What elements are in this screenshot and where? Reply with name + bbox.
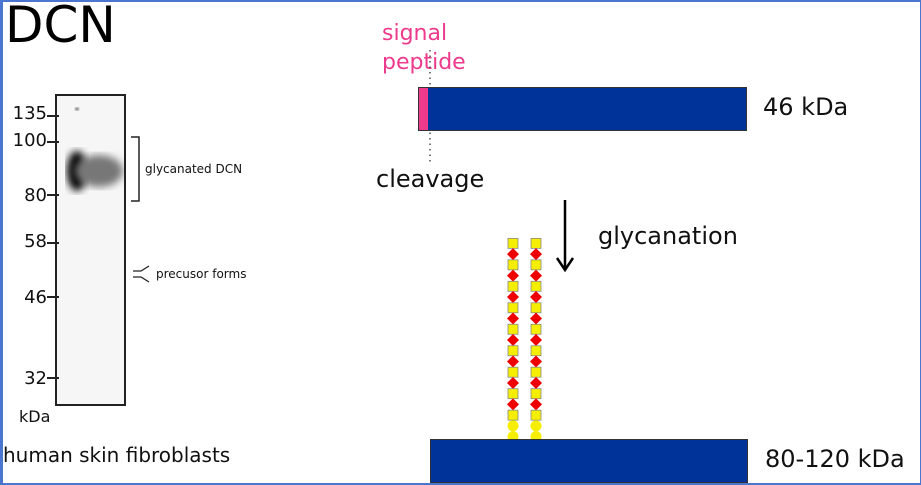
glycan-square	[507, 345, 519, 357]
glycan-square	[530, 388, 542, 400]
glycan-square	[530, 280, 542, 292]
glycan-diamond	[530, 355, 542, 368]
glycan-square	[530, 302, 542, 314]
glycan-square	[507, 388, 519, 400]
marker-46-label: 46	[24, 287, 47, 308]
blot-caption: human skin fibroblasts	[3, 443, 231, 467]
marker-46-tick	[47, 296, 59, 298]
glycan-square	[530, 366, 542, 378]
glycan-diamond	[530, 312, 542, 325]
marker-58-label: 58	[24, 231, 47, 252]
glycan-diamond	[507, 376, 519, 389]
glycan-diamond	[507, 334, 519, 346]
band-135a	[75, 107, 79, 111]
precursor-arrows	[133, 265, 150, 283]
glycan-diamond	[530, 376, 542, 389]
signal-peptide-label-line1: signal	[382, 21, 448, 46]
glycanated-dcn-annotation: glycanated DCN	[145, 162, 243, 176]
glycan-diamond	[530, 291, 542, 304]
marker-100-tick	[47, 141, 59, 143]
glycan-square	[507, 259, 519, 271]
marker-58-tick	[47, 242, 59, 244]
glycan-diamond	[507, 355, 519, 368]
glycan-diamond	[530, 248, 542, 261]
kda-unit-label: kDa	[19, 407, 51, 426]
glycanation-step-label: glycanation	[598, 222, 738, 250]
blot-bands	[57, 96, 124, 404]
band-glycanated-smear	[75, 155, 123, 187]
precursor-size-label: 46 kDa	[763, 93, 849, 121]
mature-size-label: 80-120 kDa	[765, 445, 905, 473]
glycan-diamond	[507, 269, 519, 282]
glycan-diamond	[530, 269, 542, 282]
marker-80-tick	[47, 194, 59, 196]
glycan-diamond	[507, 312, 519, 325]
glycanated-bracket	[131, 136, 140, 202]
marker-80-label: 80	[24, 185, 47, 206]
glycan-diamond	[530, 334, 542, 346]
glycan-diamond	[507, 291, 519, 304]
glycan-square	[507, 323, 519, 335]
glycan-circle	[530, 431, 542, 440]
figure-title: DCN	[5, 0, 116, 54]
down-arrow-icon	[555, 200, 575, 273]
glycan-square	[507, 280, 519, 292]
western-blot-image	[55, 94, 126, 406]
precursor-forms-annotation: precusor forms	[156, 267, 247, 281]
glycan-square	[530, 323, 542, 335]
glycan-square	[530, 259, 542, 271]
signal-peptide-segment	[419, 88, 428, 130]
glycan-square	[530, 237, 542, 249]
glycan-square	[507, 409, 519, 421]
marker-32-label: 32	[24, 368, 47, 389]
marker-135-tick	[47, 115, 59, 117]
marker-100-label: 100	[12, 130, 47, 151]
glycan-square	[530, 409, 542, 421]
marker-135-label: 135	[12, 103, 47, 124]
signal-peptide-label-line2: peptide	[382, 50, 466, 75]
glycan-diamond	[530, 398, 542, 411]
glycan-diamond	[507, 398, 519, 411]
glycan-square	[530, 345, 542, 357]
glycan-square	[507, 237, 519, 249]
glycan-square	[507, 302, 519, 314]
cleavage-dotted-line	[429, 50, 431, 164]
precursor-protein-bar	[418, 87, 747, 131]
mature-protein-bar	[430, 439, 748, 483]
glycan-circle	[530, 420, 542, 432]
glycan-circle	[507, 420, 519, 432]
marker-32-tick	[47, 377, 59, 379]
glycan-diamond	[507, 248, 519, 261]
glycan-circle	[507, 431, 519, 440]
cleavage-label: cleavage	[376, 165, 485, 193]
glycan-square	[507, 366, 519, 378]
glycan-chains	[507, 237, 542, 440]
